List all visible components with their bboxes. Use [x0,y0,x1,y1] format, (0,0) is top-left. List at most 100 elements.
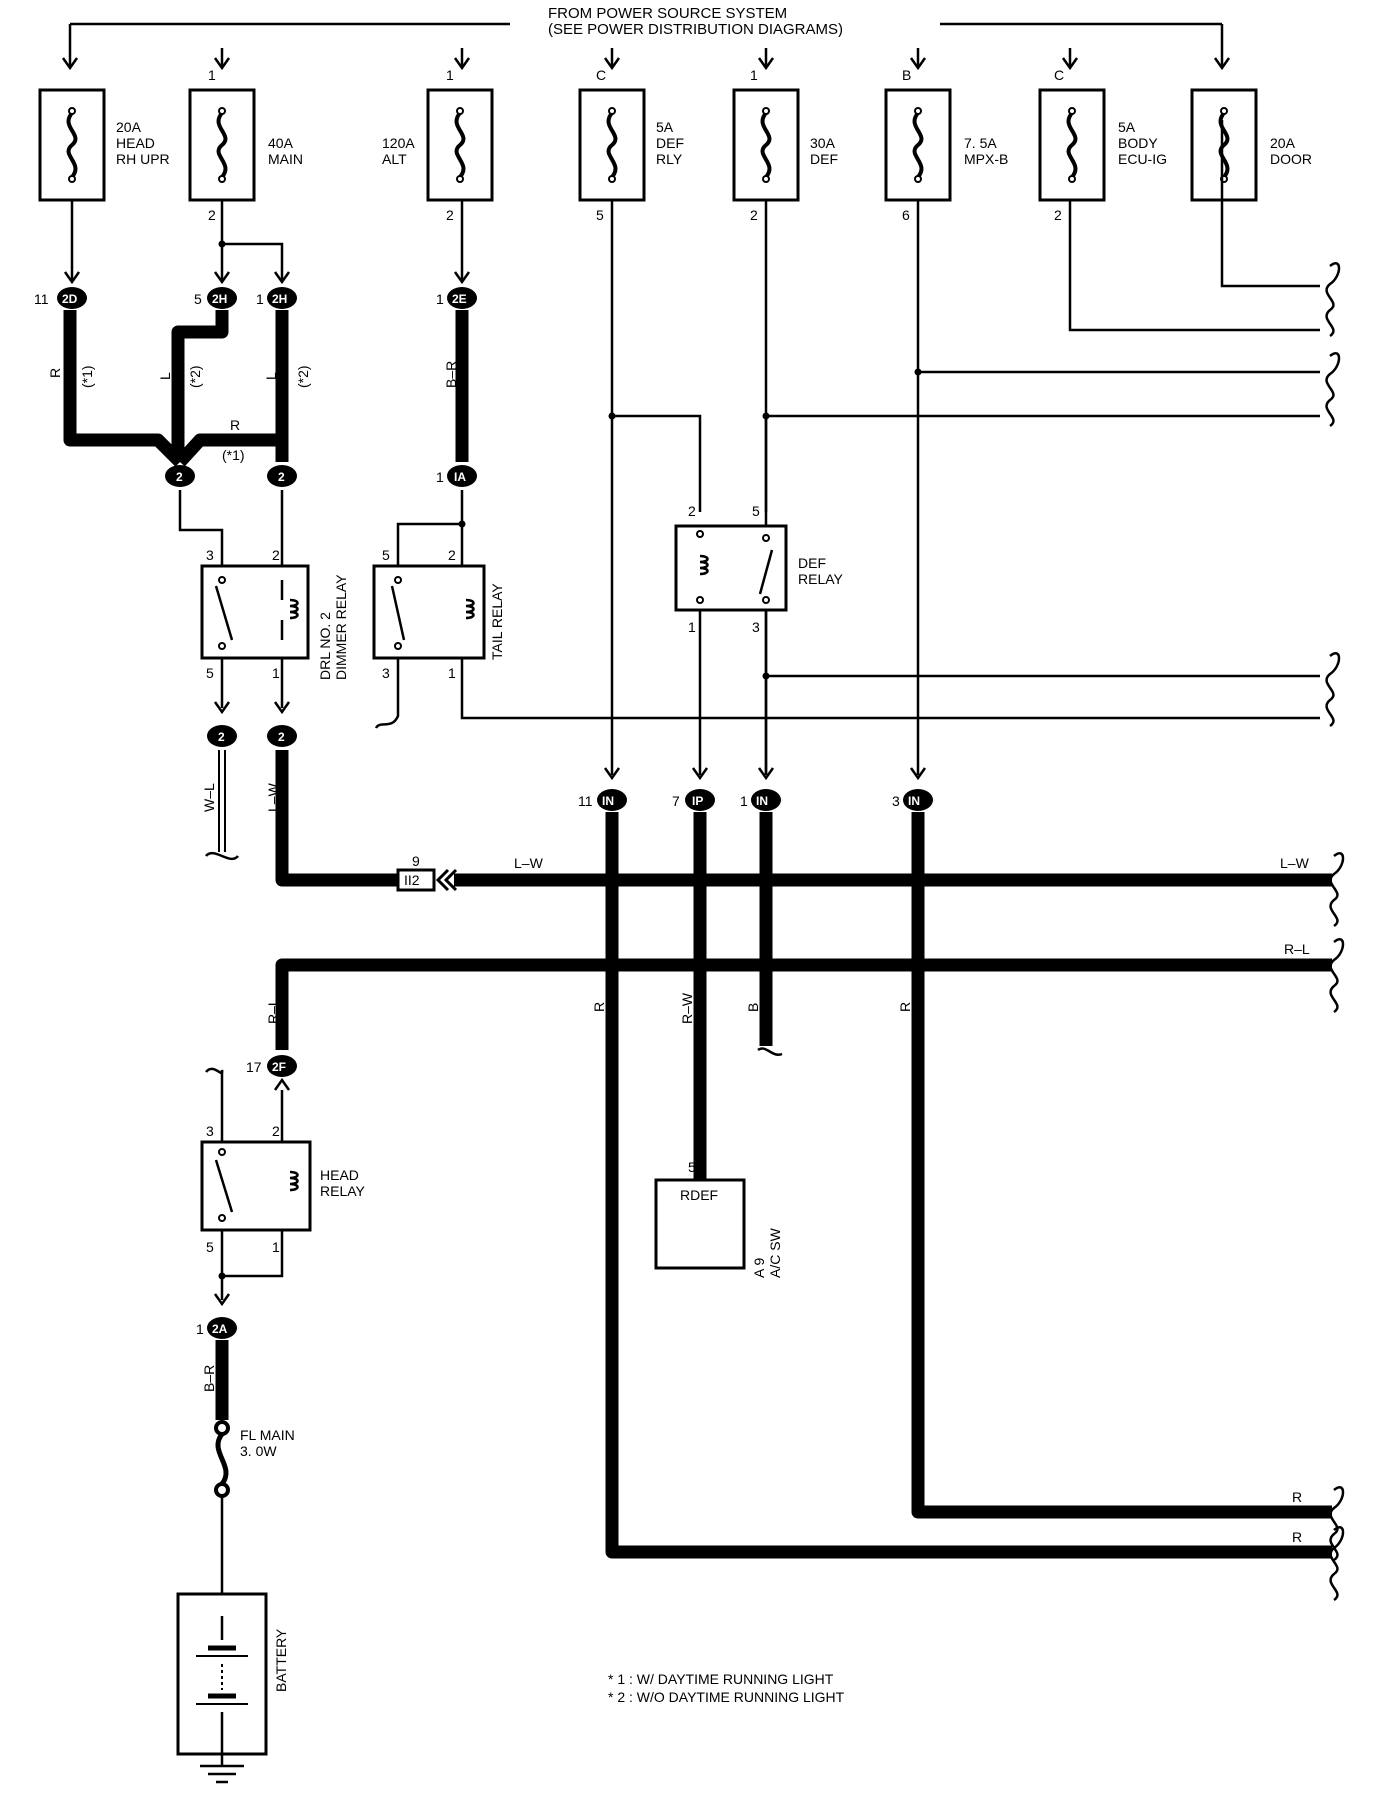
fuse6-pin-bottom: 6 [902,207,910,223]
connector-2-b: 2 [267,465,297,487]
svg-text:IN: IN [908,794,920,808]
wire-lw-h2: L–W [1280,855,1310,871]
wire-note-2a: (*2) [187,365,203,388]
svg-text:2: 2 [176,470,183,484]
wire-r-v2: R [897,1002,913,1012]
fuse5-pin-top: 1 [750,67,758,83]
tail-relay-name: TAIL RELAY [489,583,505,660]
fuse7-pin-bottom: 2 [1054,207,1062,223]
wire-r-bot1: R [1292,1489,1302,1505]
connectors-upper: 2D 11 2H 5 2H 1 2E 1 2 2 IA 1 [34,287,477,487]
connector-2d: 2D 11 [34,287,87,309]
fuse3-name1: ALT [382,151,407,167]
battery: BATTERY [176,1592,289,1784]
connector-2-a: 2 [165,465,195,487]
wire-l-a: L [157,372,173,380]
svg-text:5: 5 [206,665,214,681]
wire-r-note: (*1) [222,447,245,463]
ac-sw-id: A 9 [751,1258,767,1278]
svg-text:5: 5 [206,1239,214,1255]
fuse3-pin-top: 1 [446,67,454,83]
fusible-link: B–R FL MAIN 3. 0W [201,1340,295,1594]
wire-br-bottom: B–R [201,1365,217,1392]
fuse8-rating: 20A [1270,135,1296,151]
fuse7-rating: 5A [1118,119,1136,135]
svg-text:3: 3 [892,793,900,809]
wire-r-v1: R [591,1002,607,1012]
fuse5-name1: DEF [810,151,838,167]
svg-text:1: 1 [436,291,444,307]
wire-wl: W–L [201,783,217,812]
connector-2-c: 2 [207,725,237,747]
fuse6-rating: 7. 5A [964,135,997,151]
svg-text:2D: 2D [62,292,78,306]
connectors-mid: 2 2 IN 11 IP 7 IN 1 IN 3 [207,700,933,811]
fl-main-rating: 3. 0W [240,1443,277,1459]
fuse8-name1: DOOR [1270,151,1312,167]
svg-text:1: 1 [688,619,696,635]
fuse7-name2: ECU-IG [1118,151,1167,167]
svg-text:2: 2 [272,547,280,563]
def-relay-name: DEF [798,555,826,571]
battery-label: BATTERY [273,1628,289,1692]
fuse7-pin-top: C [1054,67,1064,83]
connector-ii2-pin: 9 [412,853,420,869]
svg-text:2F: 2F [272,1060,286,1074]
header: FROM POWER SOURCE SYSTEM (SEE POWER DIST… [548,5,843,38]
connector-2-d: 2 [267,725,297,747]
svg-text:1: 1 [448,665,456,681]
fuse-mpx-b: B 7. 5A MPX-B 6 [884,56,1008,223]
svg-text:1: 1 [436,469,444,485]
connector-in-3: IN 3 [892,789,933,811]
svg-text:IP: IP [692,794,703,808]
dimmer-relay-name2: DIMMER RELAY [333,574,349,680]
header-line1: FROM POWER SOURCE SYSTEM [548,5,787,22]
fuse4-rating: 5A [656,119,674,135]
fuse2-rating: 40A [268,135,294,151]
relay-dimmer: 3 2 5 1 DRL NO. 2 DIMMER RELAY [178,490,349,708]
svg-text:7: 7 [672,793,680,809]
fuse-head-rh-upr: 20A HEAD RH UPR [38,56,170,202]
wire-rw: R–W [679,992,695,1024]
note-1: * 1 : W/ DAYTIME RUNNING LIGHT [608,1671,834,1687]
connector-in-1: IN 1 [740,789,781,811]
svg-text:3: 3 [752,619,760,635]
fuse6-pin-top: B [902,67,911,83]
fuse4-pin-bottom: 5 [596,207,604,223]
svg-text:2: 2 [278,730,285,744]
wire-r-mid: R [230,417,240,433]
fl-main-name: FL MAIN [240,1427,295,1443]
svg-text:5: 5 [752,503,760,519]
svg-text:3: 3 [206,1123,214,1139]
connector-ip: IP 7 [672,789,715,811]
svg-text:2E: 2E [452,292,467,306]
svg-text:1: 1 [272,1239,280,1255]
ac-sw-label: RDEF [680,1187,718,1203]
wire-lw-h1: L–W [514,855,544,871]
lower-wiring [205,750,1345,1602]
svg-text:1: 1 [256,291,264,307]
head-relay-name2: RELAY [320,1183,366,1199]
svg-text:2: 2 [218,730,225,744]
fuse4-pin-top: C [596,67,606,83]
header-line2: (SEE POWER DISTRIBUTION DIAGRAMS) [548,21,843,38]
lower-wire-labels: W–L L–W 9 II2 L–W L–W R–L R–L R R–W B R … [201,782,1310,1545]
svg-text:1: 1 [196,1321,204,1337]
wire-l-b: L [263,372,279,380]
fuse-alt: 1 120A ALT 2 [382,56,494,223]
svg-text:3: 3 [206,547,214,563]
svg-text:2: 2 [688,503,696,519]
svg-text:2H: 2H [212,292,227,306]
upper-wire-labels: R (*1) L (*2) L (*2) R (*1) B–R [47,361,459,463]
note-2: * 2 : W/O DAYTIME RUNNING LIGHT [608,1689,845,1705]
wire-lw-v: L–W [265,782,281,812]
svg-text:5: 5 [194,291,202,307]
wire-note-1: (*1) [79,365,95,388]
fuse1-name2: RH UPR [116,151,170,167]
svg-text:5: 5 [382,547,390,563]
fuse1-rating: 20A [116,119,142,135]
svg-text:IN: IN [602,794,614,808]
upper-wiring [63,120,1341,775]
connector-2f: 2F 17 [246,1055,297,1091]
